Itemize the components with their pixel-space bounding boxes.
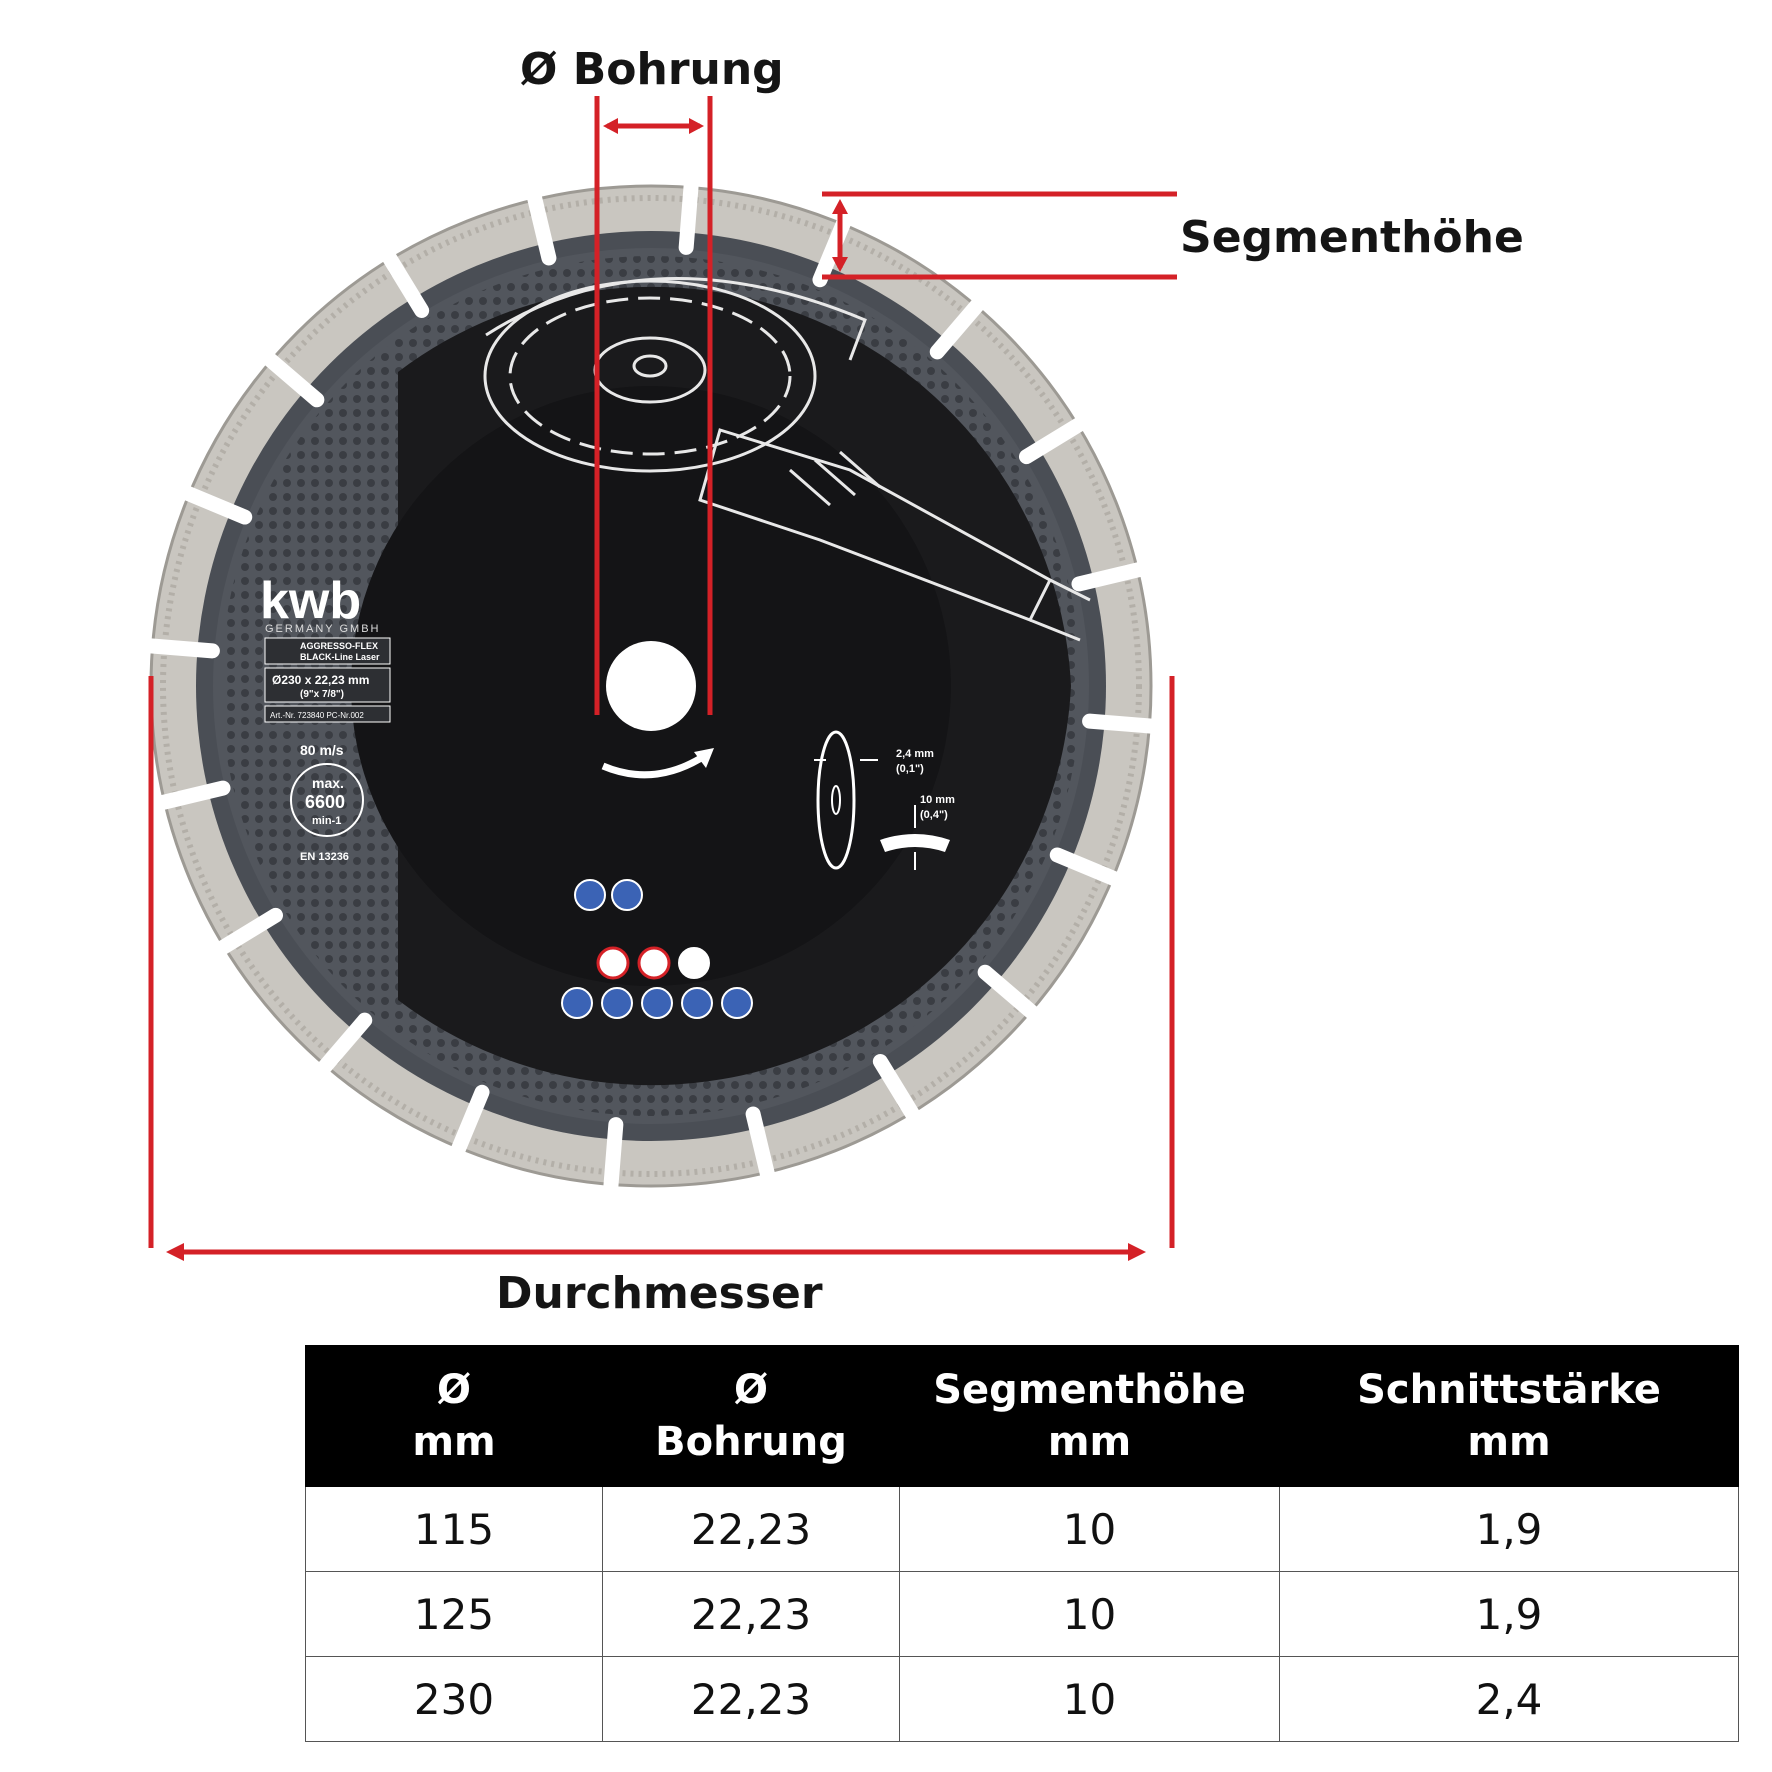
segment-gullet (603, 1117, 624, 1197)
svg-text:Art.-Nr. 723840 PC-Nr.002: Art.-Nr. 723840 PC-Nr.002 (270, 711, 364, 720)
table-cell: 125 (305, 1571, 603, 1657)
table-cell: 10 (899, 1571, 1280, 1657)
rotation-arrow-icon (601, 748, 714, 779)
table-row: 230 22,23 10 2,4 (305, 1656, 1739, 1742)
segment-gullet (977, 964, 1043, 1023)
gloves-icon (641, 987, 673, 1019)
angle-grinder-illustration (483, 277, 1091, 642)
svg-text:(0,4"): (0,4") (920, 809, 948, 821)
svg-text:6600: 6600 (305, 792, 345, 812)
segment-gullet (1018, 415, 1090, 465)
svg-text:EN 13236: EN 13236 (300, 851, 349, 863)
dust-mask-icon (681, 987, 713, 1019)
eye-protection-icon (601, 987, 633, 1019)
dimension-lines (148, 96, 1177, 1261)
bore-hole (606, 641, 696, 731)
safety-icons (561, 879, 753, 1019)
no-wet-cutting-icon (596, 946, 630, 980)
table-cell: 1,9 (1279, 1571, 1739, 1657)
segment-gullet (177, 484, 253, 525)
svg-text:2,4 mm: 2,4 mm (896, 748, 934, 760)
svg-text:(9"x 7/8"): (9"x 7/8") (300, 689, 344, 700)
svg-text:AGGRESSO-FLEX: AGGRESSO-FLEX (300, 641, 378, 651)
max-speed-badge (290, 763, 364, 837)
segment-gullet (380, 247, 430, 319)
segment-gullet (259, 349, 325, 408)
segment-gullet (872, 1053, 922, 1125)
ear-protection-icon (574, 879, 606, 911)
svg-text:max.: max. (312, 775, 344, 791)
segment-gullet (1049, 847, 1125, 888)
table-cell: 22,23 (602, 1656, 900, 1742)
segment-gullet (152, 780, 231, 811)
diameter-label: Durchmesser (496, 1268, 823, 1319)
segment-gullet (449, 1084, 490, 1160)
table-cell: 2,4 (1279, 1656, 1739, 1742)
brand-text: kwb (260, 572, 361, 630)
segment-height-label: Segmenthöhe (1180, 212, 1524, 263)
svg-text:min-1: min-1 (312, 815, 341, 827)
segment-gullet (929, 294, 988, 360)
segment-gullet (1071, 561, 1150, 592)
cut-dimension-pictogram: 2,4 mm (0,1") 10 mm (0,4") (814, 730, 955, 870)
table-row: 115 22,23 10 1,9 (305, 1486, 1739, 1572)
svg-text:GERMANY GMBH: GERMANY GMBH (265, 623, 380, 635)
svg-text:Ø230 x 22,23 mm: Ø230 x 22,23 mm (272, 673, 369, 687)
product-label: AGGRESSO-FLEX BLACK-Line Laser Ø230 x 22… (264, 637, 391, 863)
table-cell: 10 (899, 1486, 1280, 1572)
table-cell: 22,23 (602, 1486, 900, 1572)
table-cell: 1,9 (1279, 1486, 1739, 1572)
disc-diagram: kwb GERMANY GMBH AGGRESSO-FLEX BLACK-Lin… (140, 96, 1177, 1261)
svg-text:10 mm: 10 mm (920, 794, 955, 806)
table-cell: 22,23 (602, 1571, 900, 1657)
table-cell: 230 (305, 1656, 603, 1742)
segment-gullet (678, 175, 699, 255)
svg-text:(0,1"): (0,1") (896, 763, 924, 775)
segment-gullet (526, 187, 557, 266)
segment-gullet (1082, 713, 1162, 734)
svg-text:80 m/s: 80 m/s (300, 742, 344, 758)
ear-protection-icon (561, 987, 593, 1019)
read-manual-icon (611, 879, 643, 911)
table-cell: 10 (899, 1656, 1280, 1742)
read-manual-icon (721, 987, 753, 1019)
grinder-use-icon (678, 947, 710, 979)
kwb-logo: kwb GERMANY GMBH (260, 572, 380, 635)
table-row: 125 22,23 10 1,9 (305, 1571, 1739, 1657)
segment-gullets (140, 175, 1162, 1197)
segment-gullet (314, 1012, 373, 1078)
segment-gullet (140, 638, 220, 659)
table-cell: 115 (305, 1486, 603, 1572)
segment-gullet (212, 907, 284, 957)
no-damaged-disc-icon (637, 946, 671, 980)
bore-dimension-label: Ø Bohrung (520, 44, 784, 95)
svg-text:BLACK-Line Laser: BLACK-Line Laser (300, 652, 380, 662)
segment-gullet (745, 1106, 776, 1185)
